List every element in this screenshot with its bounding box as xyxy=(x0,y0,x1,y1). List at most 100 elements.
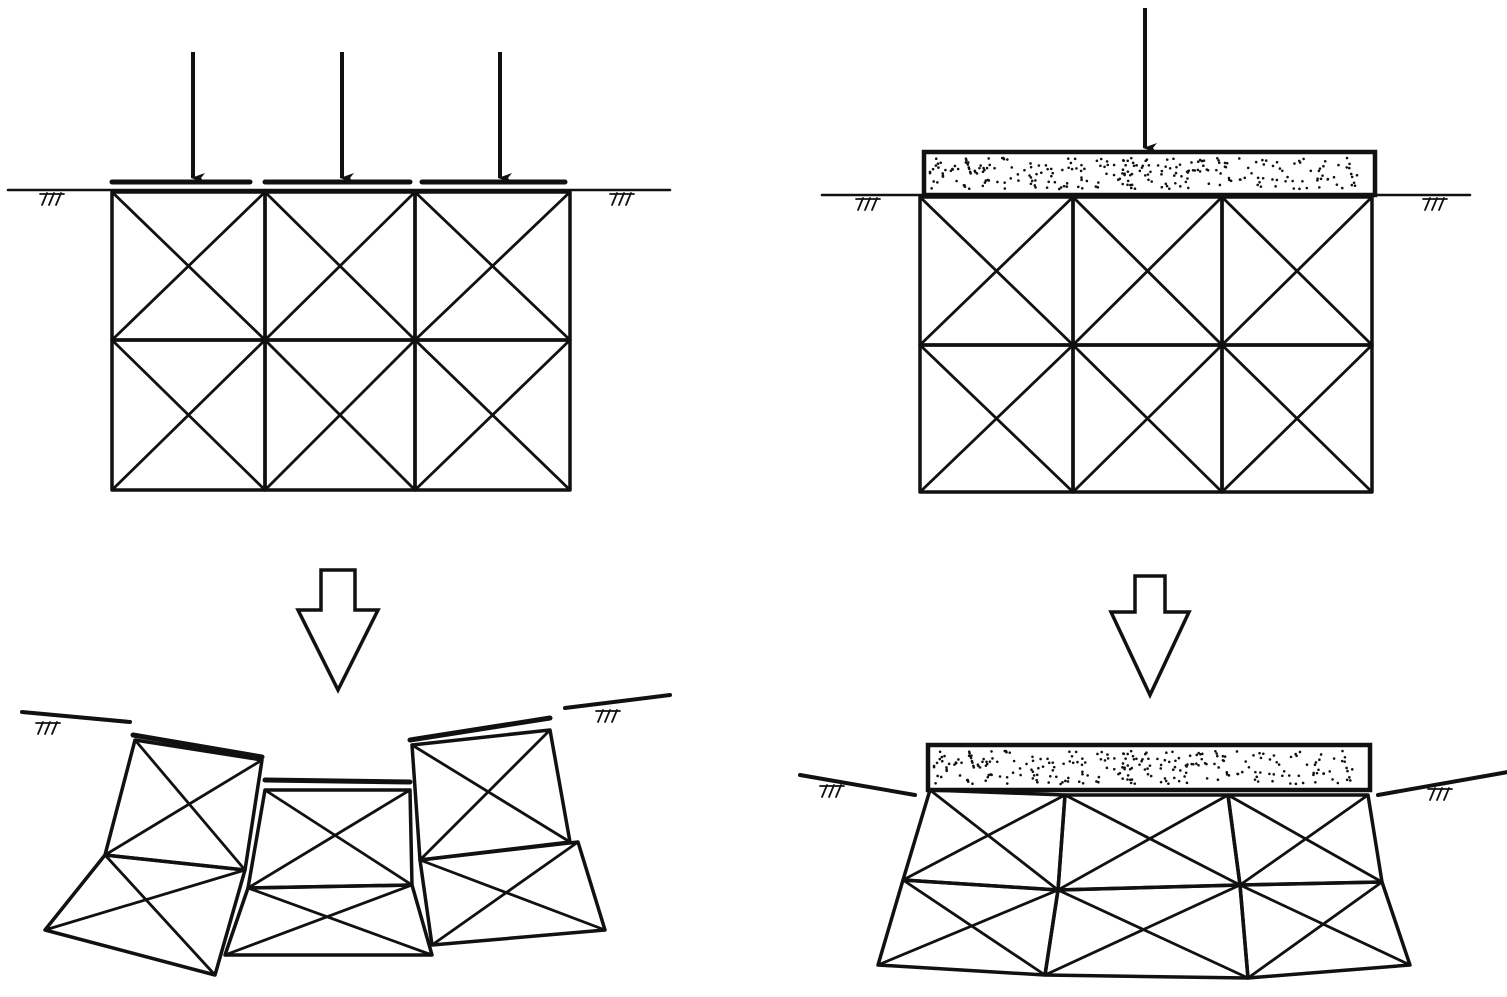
slab-aggregate-dot xyxy=(1053,180,1057,184)
slab-aggregate-dot xyxy=(1079,169,1083,173)
slab-aggregate-dot xyxy=(1124,163,1127,167)
slab-aggregate-dot xyxy=(1035,172,1038,176)
slab-aggregate-dot xyxy=(1298,187,1301,191)
diagonal-brace xyxy=(246,788,412,890)
slab-aggregate-dot xyxy=(1025,762,1028,766)
slab-aggregate-dot xyxy=(1159,767,1163,770)
slab-aggregate-dot xyxy=(1165,751,1168,755)
slab-aggregate-dot xyxy=(1083,167,1086,171)
slab-aggregate-dot xyxy=(1319,753,1323,756)
slab-aggregate-dot xyxy=(1316,177,1319,180)
load-plate xyxy=(407,715,553,743)
slab-aggregate-dot xyxy=(1275,160,1279,164)
slab-aggregate-dot xyxy=(1163,758,1167,762)
slab-aggregate-dot xyxy=(1225,161,1229,165)
slab-aggregate-dot xyxy=(1080,163,1083,167)
slab-aggregate-dot xyxy=(1073,157,1077,161)
slab-aggregate-dot xyxy=(957,758,960,761)
panel-slab-load-before xyxy=(820,8,1472,494)
slab-aggregate-dot xyxy=(953,763,956,766)
slab-aggregate-dot xyxy=(1282,769,1286,773)
slab-aggregate-dot xyxy=(1261,158,1264,162)
slab-aggregate-dot xyxy=(1019,773,1022,777)
ground-hatch-mark xyxy=(51,721,58,735)
slab-aggregate-dot xyxy=(993,166,996,170)
slab-aggregate-dot xyxy=(1122,159,1125,162)
slab-aggregate-dot xyxy=(1277,763,1281,766)
slab-aggregate-dot xyxy=(1130,766,1134,770)
slab-aggregate-dot xyxy=(1131,754,1135,758)
slab-aggregate-dot xyxy=(1287,774,1291,777)
slab-aggregate-dot xyxy=(1219,172,1222,175)
ground-hatch-mark xyxy=(871,197,878,211)
slab-aggregate-dot xyxy=(1172,776,1176,780)
ground-hatch-mark xyxy=(1424,197,1431,211)
slab-aggregate-dot xyxy=(1240,770,1244,774)
slab-aggregate-dot xyxy=(1061,781,1064,784)
slab-aggregate-dot xyxy=(982,757,985,761)
slab-aggregate-dot xyxy=(1197,751,1200,755)
slab-aggregate-dot xyxy=(1281,169,1284,173)
slab-aggregate-dot xyxy=(1080,178,1083,182)
slab-aggregate-dot xyxy=(1180,174,1183,178)
slab-aggregate-dot xyxy=(1237,157,1241,160)
slab-aggregate-dot xyxy=(1074,750,1078,754)
slab-aggregate-dot xyxy=(1064,779,1067,783)
slab-aggregate-dot xyxy=(1200,757,1204,761)
slab-aggregate-dot xyxy=(1259,771,1262,774)
slab-aggregate-dot xyxy=(1106,163,1110,167)
slab-aggregate-dot xyxy=(1029,165,1033,169)
concrete-slab xyxy=(925,742,1373,793)
transition-arrows xyxy=(295,568,1192,700)
slab-aggregate-dot xyxy=(965,158,968,162)
slab-aggregate-dot xyxy=(1254,770,1257,774)
slab-aggregate-dot xyxy=(1003,181,1006,184)
slab-aggregate-dot xyxy=(1217,161,1221,165)
ground-hatch-mark xyxy=(48,192,55,206)
slab-aggregate-dot xyxy=(1005,775,1009,779)
slab-aggregate-dot xyxy=(989,773,993,776)
slab-aggregate-dot xyxy=(971,782,974,785)
slab-aggregate-dot xyxy=(1067,776,1070,780)
diagonal-brace xyxy=(901,878,1047,977)
slab-aggregate-dot xyxy=(974,170,977,174)
slab-aggregate-dot xyxy=(1309,169,1313,173)
ground-hatch-mark xyxy=(828,784,835,798)
slab-aggregate-dot xyxy=(1215,156,1219,160)
slab-aggregate-dot xyxy=(1081,772,1084,776)
slab-aggregate-dot xyxy=(1268,758,1272,761)
slab-aggregate-dot xyxy=(1255,775,1259,779)
slab-aggregate-dot xyxy=(1167,187,1171,190)
slab-aggregate-dot xyxy=(1097,775,1101,779)
ground-hatch-mark xyxy=(1436,787,1443,801)
slab-aggregate-dot xyxy=(1186,186,1190,190)
slab-aggregate-dot xyxy=(1298,750,1302,754)
slab-aggregate-dot xyxy=(1202,159,1206,162)
slab-aggregate-dot xyxy=(1122,752,1126,756)
slab-aggregate-dot xyxy=(1051,761,1055,764)
ground-hatch-mark xyxy=(44,721,51,735)
truss-cell xyxy=(43,853,247,977)
diagonal-brace xyxy=(246,886,434,957)
slab-aggregate-dot xyxy=(1146,173,1150,176)
slab-aggregate-dot xyxy=(1268,772,1271,776)
slab-aggregate-dot xyxy=(1275,760,1279,764)
slab-aggregate-dot xyxy=(1174,181,1177,185)
slab-aggregate-dot xyxy=(1037,164,1041,167)
slab-aggregate-dot xyxy=(1319,177,1323,181)
slab-aggregate-dot xyxy=(968,751,971,755)
slab-aggregate-dot xyxy=(1121,762,1125,765)
slab-aggregate-dot xyxy=(1095,780,1098,783)
slab-aggregate-dot xyxy=(1323,159,1327,163)
slab-aggregate-dot xyxy=(1149,170,1152,174)
slab-aggregate-dot xyxy=(1147,163,1151,167)
slab-aggregate-dot xyxy=(988,163,992,167)
diagonal-brace xyxy=(1220,343,1374,494)
slab-aggregate-dot xyxy=(936,774,939,778)
slab-aggregate-dot xyxy=(1222,759,1226,763)
slab-aggregate-dot xyxy=(1130,172,1134,176)
slab-aggregate-dot xyxy=(1305,186,1309,190)
slab-aggregate-dot xyxy=(1352,181,1356,185)
slab-aggregate-dot xyxy=(1031,770,1035,774)
